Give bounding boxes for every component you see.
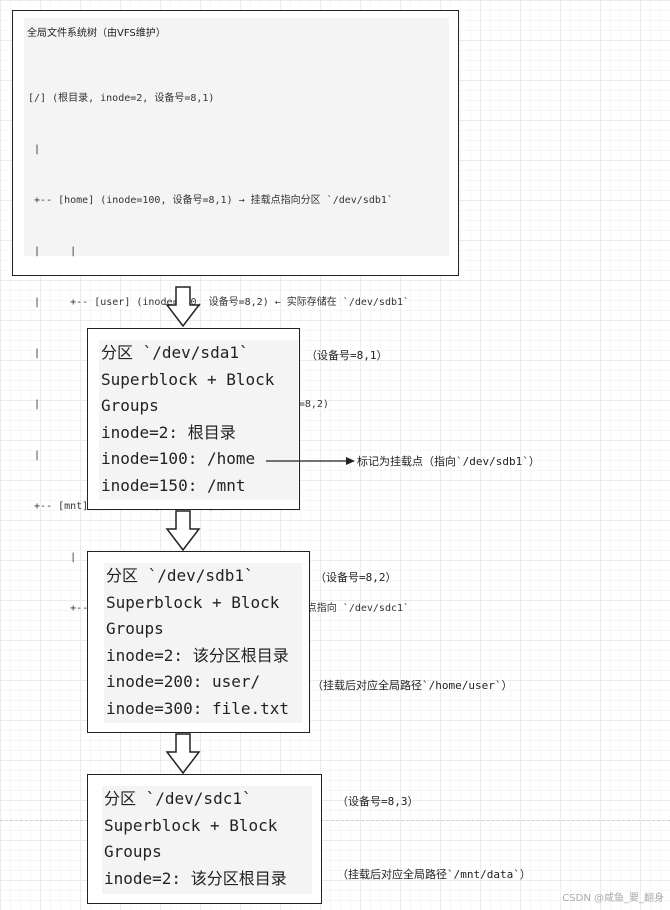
device-number-note: （设备号=8,1） — [306, 349, 388, 362]
partition-line: Groups — [104, 842, 162, 861]
vfs-tree-line: +-- [home] (inode=100, 设备号=8,1) → 挂载点指向分… — [28, 195, 393, 206]
global-path-note: （挂载后对应全局路径`/home/user`） — [312, 679, 513, 692]
partition-line: 分区 `/dev/sda1` — [101, 343, 249, 362]
partition-sda1-content: 分区 `/dev/sda1` Superblock + Block Groups… — [99, 340, 298, 500]
partition-line: inode=2: 该分区根目录 — [104, 868, 287, 888]
partition-line: inode=100: /home — [101, 449, 256, 468]
vfs-tree-line: [/] (根目录, inode=2, 设备号=8,1) — [28, 93, 215, 104]
down-arrow-icon — [165, 286, 201, 328]
vfs-tree-line: | | — [28, 246, 77, 257]
watermark: CSDN @咸鱼_要_翻身 — [562, 893, 664, 904]
device-number-note: （设备号=8,3） — [337, 795, 419, 808]
mount-point-note: 标记为挂载点（指向`/dev/sdb1`） — [357, 455, 540, 468]
partition-line: inode=2: 该分区根目录 — [106, 645, 289, 665]
down-arrow-icon — [165, 733, 201, 775]
partition-sdc1-content: 分区 `/dev/sdc1` Superblock + Block Groups… — [102, 786, 312, 894]
partition-line: 分区 `/dev/sdc1` — [104, 789, 252, 808]
partition-line: Superblock + Block — [106, 592, 280, 612]
vfs-tree-line: | +-- [user] (inode=200, 设备号=8,2) ← 实际存储… — [28, 297, 410, 308]
partition-line: Superblock + Block — [101, 369, 275, 389]
partition-line: inode=300: file.txt — [106, 698, 290, 718]
vfs-tree-title: 全局文件系统树（由VFS维护） — [27, 28, 166, 39]
down-arrow-icon — [165, 510, 201, 552]
device-number-note: （设备号=8,2） — [315, 571, 397, 584]
partition-line: Groups — [106, 619, 164, 638]
vfs-tree-panel — [24, 18, 449, 256]
partition-line: inode=150: /mnt — [101, 475, 246, 495]
partition-line: inode=200: user/ — [106, 672, 261, 691]
partition-sdb1-content: 分区 `/dev/sdb1` Superblock + Block Groups… — [104, 563, 302, 723]
right-arrow-icon — [266, 457, 355, 465]
partition-line: Superblock + Block — [104, 815, 278, 835]
vfs-tree-line: | — [28, 552, 77, 563]
partition-line: inode=2: 根目录 — [101, 422, 236, 442]
vfs-tree-line: | — [28, 144, 41, 155]
vfs-tree-line: | — [28, 450, 41, 461]
global-path-note: （挂载后对应全局路径`/mnt/data`） — [337, 868, 531, 881]
partition-line: Groups — [101, 396, 159, 415]
page-divider-dashed — [0, 820, 670, 821]
partition-line: 分区 `/dev/sdb1` — [106, 566, 254, 585]
